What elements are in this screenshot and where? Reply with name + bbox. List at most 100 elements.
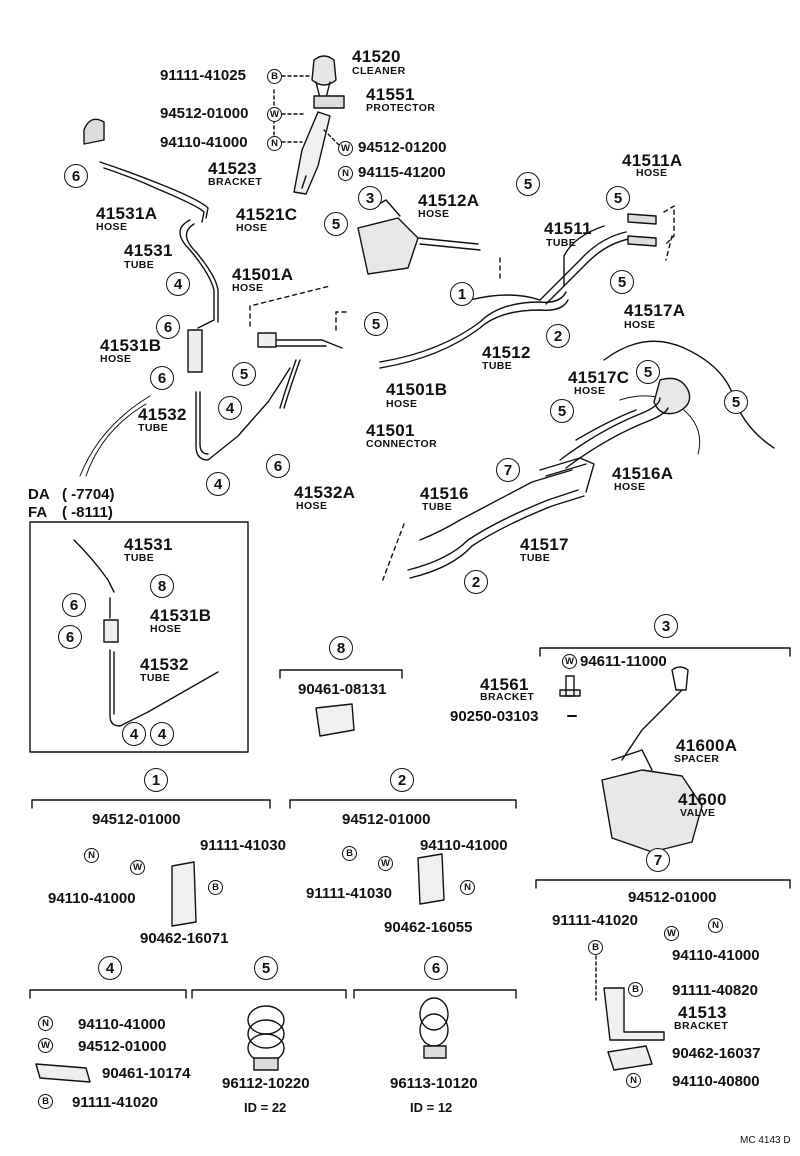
callout-1: 1 [144,768,168,792]
part-41501A-number: 41501A [232,265,294,284]
callout-5: 5 [606,186,630,210]
part-41517-name: TUBE [520,552,551,564]
part-number-94512-01200: 94512-01200 [358,139,447,156]
hoses-41511A-41517A-drawing [627,205,675,261]
clamp-1-drawing [171,861,197,927]
part-41511-name: TUBE [546,237,577,249]
inset-box-drawing [29,521,249,753]
part-41531A-name: HOSE [96,221,128,233]
washer-symbol: W [338,141,353,156]
inset-tubes-drawing [73,539,219,727]
nut-symbol: N [708,918,723,933]
part-41517A-name: HOSE [624,319,656,331]
part-number-94110-41000: 94110-41000 [420,837,508,854]
part-41531-name: TUBE [124,259,155,271]
washer-symbol: W [38,1038,53,1053]
callout-6: 6 [62,593,86,617]
part-41516-name: TUBE [422,501,453,513]
applicability-da-label: DA [28,486,50,503]
nut-symbol: N [84,848,99,863]
callout-8: 8 [329,636,353,660]
bolt-symbol: B [628,982,643,997]
part-41532A-number: 41532A [294,483,356,502]
clamp-90462-16037-drawing [607,1045,653,1071]
section-brackets [29,647,791,999]
part-number-94110-40800: 94110-40800 [672,1073,760,1090]
callout-4: 4 [166,272,190,296]
tube-41531-drawing [179,219,219,329]
part-number-91111-40820: 91111-40820 [672,982,758,999]
part-41600-number: 41600 [678,790,727,809]
callout-2: 2 [546,324,570,348]
callout-6: 6 [58,625,82,649]
inner-diameter-22: ID = 22 [244,1100,287,1115]
part-number-94512-01000: 94512-01000 [92,811,181,828]
part-41532-number: 41532 [138,405,187,424]
callout-7: 7 [496,458,520,482]
bolt-symbol: B [342,846,357,861]
callout-8: 8 [150,574,174,598]
part-41512A-number: 41512A [418,191,480,210]
part-41501B-name: HOSE [386,398,418,410]
part-41532A-name: HOSE [296,500,328,512]
clamp-8-drawing [315,703,355,737]
part-41517A-number: 41517A [624,301,686,320]
callout-5: 5 [364,312,388,336]
callout-4: 4 [98,956,122,980]
part-41561-number: 41561 [480,675,529,694]
callout-6: 6 [150,366,174,390]
part-number-90461-08131: 90461-08131 [298,681,387,698]
nut-symbol: N [38,1016,53,1031]
callout-5: 5 [324,212,348,236]
callout-6: 6 [64,164,88,188]
part-number-94611-11000: 94611-11000 [580,653,667,670]
part-number-90250-03103: 90250-03103 [450,708,539,725]
part-41511A-name: HOSE [636,167,668,179]
applicability-fa-range: ( -8111) [62,504,113,521]
hose-clamp-5-drawing [247,1005,285,1071]
callout-5: 5 [724,390,748,414]
part-41600A-number: 41600A [676,736,738,755]
callout-4: 4 [218,396,242,420]
part-41512-number: 41512 [482,343,531,362]
nut-symbol: N [338,166,353,181]
connector-41501-drawing [257,332,343,409]
part-number-94512-01000: 94512-01000 [78,1038,167,1055]
bolt-symbol: B [267,69,282,84]
part-number-94115-41200: 94115-41200 [358,164,446,181]
nut-symbol: N [267,136,282,151]
part-number-94512-01000: 94512-01000 [160,105,249,122]
inset-41531B-name: HOSE [150,623,182,635]
part-41511-number: 41511 [544,219,592,238]
inset-41531B-number: 41531B [150,606,212,625]
tube-41511-drawing [539,225,635,305]
group3-drawing [559,666,703,853]
part-number-94110-41000: 94110-41000 [78,1016,166,1033]
hardware-leaders-top [273,75,341,147]
wheel-well-drawing [603,340,775,455]
part-number-94512-01000: 94512-01000 [342,811,431,828]
callout-1: 1 [450,282,474,306]
callout-5: 5 [232,362,256,386]
part-41513-number: 41513 [678,1003,727,1022]
part-41516A-name: HOSE [614,481,646,493]
part-number-91111-41020: 91111-41020 [552,912,638,929]
part-41501B-number: 41501B [386,380,448,399]
callout-5: 5 [516,172,540,196]
part-number-94110-41000: 94110-41000 [160,134,248,151]
applicability-da-range: ( -7704) [62,486,115,503]
bracket-41513-drawing [603,987,665,1041]
callout-5: 5 [636,360,660,384]
part-41520-number: 41520 [352,47,401,66]
washer-symbol: W [664,926,679,941]
part-number-91111-41020: 91111-41020 [72,1094,158,1111]
part-41531-number: 41531 [124,241,173,260]
part-41501A-name: HOSE [232,282,264,294]
part-number-91111-41025: 91111-41025 [160,67,246,84]
part-41531B-name: HOSE [100,353,132,365]
tube-41516-41517-drawing [407,397,669,579]
callout-2: 2 [390,768,414,792]
bolt-symbol: B [38,1094,53,1109]
inset-41532-name: TUBE [140,672,171,684]
inner-diameter-12: ID = 12 [410,1100,453,1115]
